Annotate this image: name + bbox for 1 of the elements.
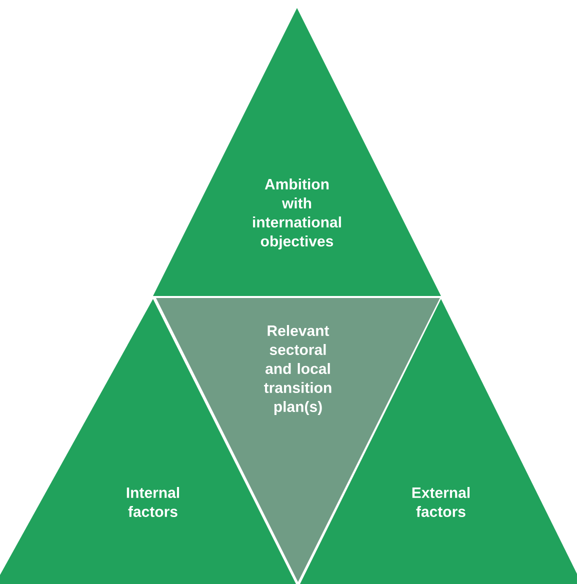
triangle: Ambition with international objectives <box>153 8 441 296</box>
